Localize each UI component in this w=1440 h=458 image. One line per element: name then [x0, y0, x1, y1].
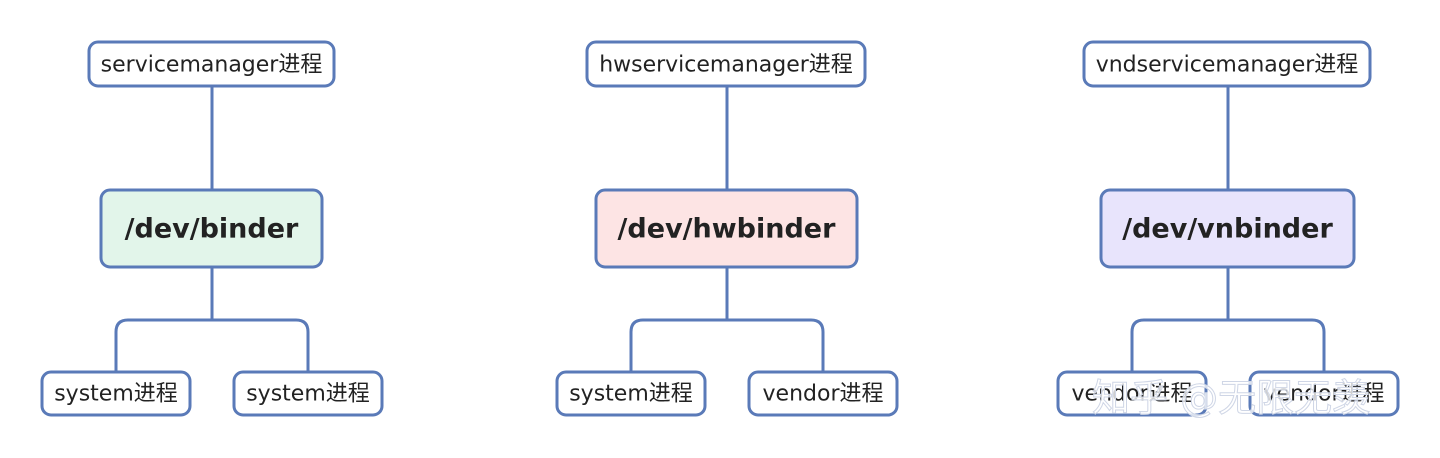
vnbinder-device-node: /dev/vnbinder	[1099, 188, 1356, 269]
binder-child-1-box	[40, 370, 192, 417]
servicemanager-box	[87, 40, 336, 88]
hwbinder-child-2-label: vendor进程	[763, 382, 884, 407]
vnbinder-device-label: /dev/vnbinder	[1122, 214, 1333, 245]
binder-connectors	[114, 86, 310, 372]
binder-child-1-label: system进程	[54, 382, 178, 407]
watermark-text: 知乎 @无限无羡	[1092, 376, 1370, 420]
hwbinder-device-node: /dev/hwbinder	[594, 188, 859, 269]
binder-child-2-node: system进程	[232, 370, 384, 417]
hwbinder-child-2-box	[747, 370, 899, 417]
hwbinder-child-1-label: system进程	[569, 382, 693, 407]
branch-connector	[629, 318, 825, 372]
binder-device-node: /dev/binder	[99, 188, 324, 269]
vndservicemanager-label: vndservicemanager进程	[1096, 53, 1359, 78]
vnbinder-diagram: vndservicemanager进程 /dev/vnbinder vendor…	[1056, 40, 1400, 417]
vnbinder-child-1-label: vendor进程	[1072, 382, 1193, 407]
vndservicemanager-box	[1082, 40, 1372, 88]
hwbinder-child-1-box	[555, 370, 707, 417]
branch-connector	[1130, 318, 1326, 372]
hwbinder-diagram: hwservicemanager进程 /dev/hwbinder system进…	[555, 40, 899, 417]
vnbinder-child-1-box	[1056, 370, 1208, 417]
hwservicemanager-box	[585, 40, 867, 88]
binder-child-2-box	[232, 370, 384, 417]
binder-child-2-label: system进程	[246, 382, 370, 407]
branch-connector	[114, 318, 310, 372]
vnbinder-connectors	[1130, 86, 1326, 372]
binder-device-box	[99, 188, 324, 269]
binder-device-label: /dev/binder	[125, 214, 299, 245]
hwservicemanager-label: hwservicemanager进程	[599, 53, 853, 78]
hwbinder-device-label: /dev/hwbinder	[618, 214, 837, 245]
servicemanager-node: servicemanager进程	[87, 40, 336, 88]
vnbinder-child-1-node: vendor进程	[1056, 370, 1208, 417]
hwbinder-device-box	[594, 188, 859, 269]
vnbinder-child-2-node: vendor进程	[1248, 370, 1400, 417]
binder-child-1-node: system进程	[40, 370, 192, 417]
hwservicemanager-node: hwservicemanager进程	[585, 40, 867, 88]
hwbinder-child-1-node: system进程	[555, 370, 707, 417]
watermark: 知乎 @无限无羡	[1092, 376, 1371, 421]
vnbinder-device-box	[1099, 188, 1356, 269]
hwbinder-connectors	[629, 86, 825, 372]
hwbinder-child-2-node: vendor进程	[747, 370, 899, 417]
binder-diagram: servicemanager进程 /dev/binder system进程 sy…	[40, 40, 384, 417]
vnbinder-child-2-box	[1248, 370, 1400, 417]
vndservicemanager-node: vndservicemanager进程	[1082, 40, 1372, 88]
servicemanager-label: servicemanager进程	[101, 53, 323, 78]
vnbinder-child-2-label: vendor进程	[1264, 382, 1385, 407]
